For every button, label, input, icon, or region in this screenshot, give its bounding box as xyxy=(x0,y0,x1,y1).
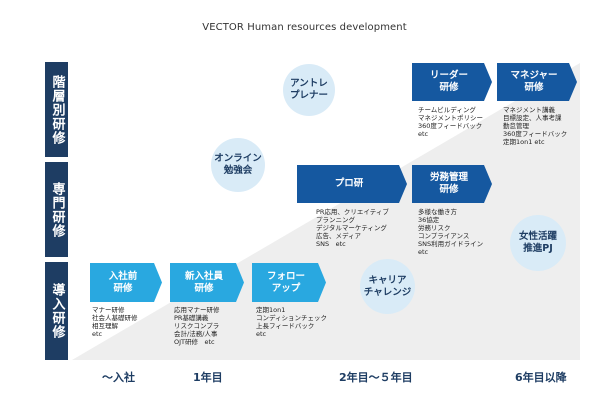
box-leader-label: リーダー 研修 xyxy=(429,70,468,93)
circle-career: キャリア チャレンジ xyxy=(360,259,415,314)
box-romu: 労務管理 研修 xyxy=(412,165,492,203)
box-romu-label: 労務管理 研修 xyxy=(429,172,468,195)
side-label-tier: 階層別研修 xyxy=(45,62,68,157)
axis-label-year6: 6年目以降 xyxy=(515,371,567,384)
box-nyusha-mae-label: 入社前 研修 xyxy=(108,270,138,294)
desc-shinnyu: 応用マナー研修 PR基礎講義 リスクコンプラ 会計/法務/人事 OJT研修 et… xyxy=(174,306,220,346)
desc-nyusha-mae: マナー研修 社会人基礎研修 相互理解 etc xyxy=(92,306,138,338)
circle-online: オンライン 勉強会 xyxy=(211,138,265,192)
desc-pro: PR応用、クリエイティブ プランニング デジタルマーケティング 広告、メディア … xyxy=(316,208,389,248)
box-shinnyu-label: 新入社員 研修 xyxy=(184,270,223,294)
axis-label-year2-5: 2年目〜５年目 xyxy=(339,371,413,384)
side-label-intro: 導入研修 xyxy=(45,262,68,360)
axis-label-pre-entry: 〜入社 xyxy=(102,371,135,384)
box-follow-up: フォロー アップ xyxy=(252,263,326,302)
box-pro: プロ研 xyxy=(297,165,407,203)
desc-follow-up: 定期1on1 コンディションチェック 上長フィードバック etc xyxy=(256,306,328,338)
circle-entrepreneur: アントレ プレナー xyxy=(283,64,335,116)
axis-label-year1: 1年目 xyxy=(193,371,223,384)
box-manager-label: マネジャー 研修 xyxy=(510,70,558,93)
desc-manager: マネジメント講義 目標設定、人事考課 勤怠管理 360度フィードバック 定期1o… xyxy=(503,106,568,146)
box-shinnyu: 新入社員 研修 xyxy=(170,263,244,302)
desc-romu: 多様な働き方 36協定 労務リスク コンプライアンス SNS利用ガイドライン e… xyxy=(418,208,484,256)
box-nyusha-mae: 入社前 研修 xyxy=(90,263,162,302)
diagram-title: VECTOR Human resources development xyxy=(202,22,407,33)
desc-leader: チームビルディング マネジメントポリシー 360度フィードバック etc xyxy=(418,106,483,138)
box-follow-up-label: フォロー アップ xyxy=(266,270,305,294)
box-leader: リーダー 研修 xyxy=(412,63,492,101)
box-manager: マネジャー 研修 xyxy=(497,63,577,101)
side-label-specialist: 専門研修 xyxy=(45,162,68,257)
circle-women: 女性活躍 推進PJ xyxy=(510,215,566,271)
box-pro-label: プロ研 xyxy=(334,178,364,189)
